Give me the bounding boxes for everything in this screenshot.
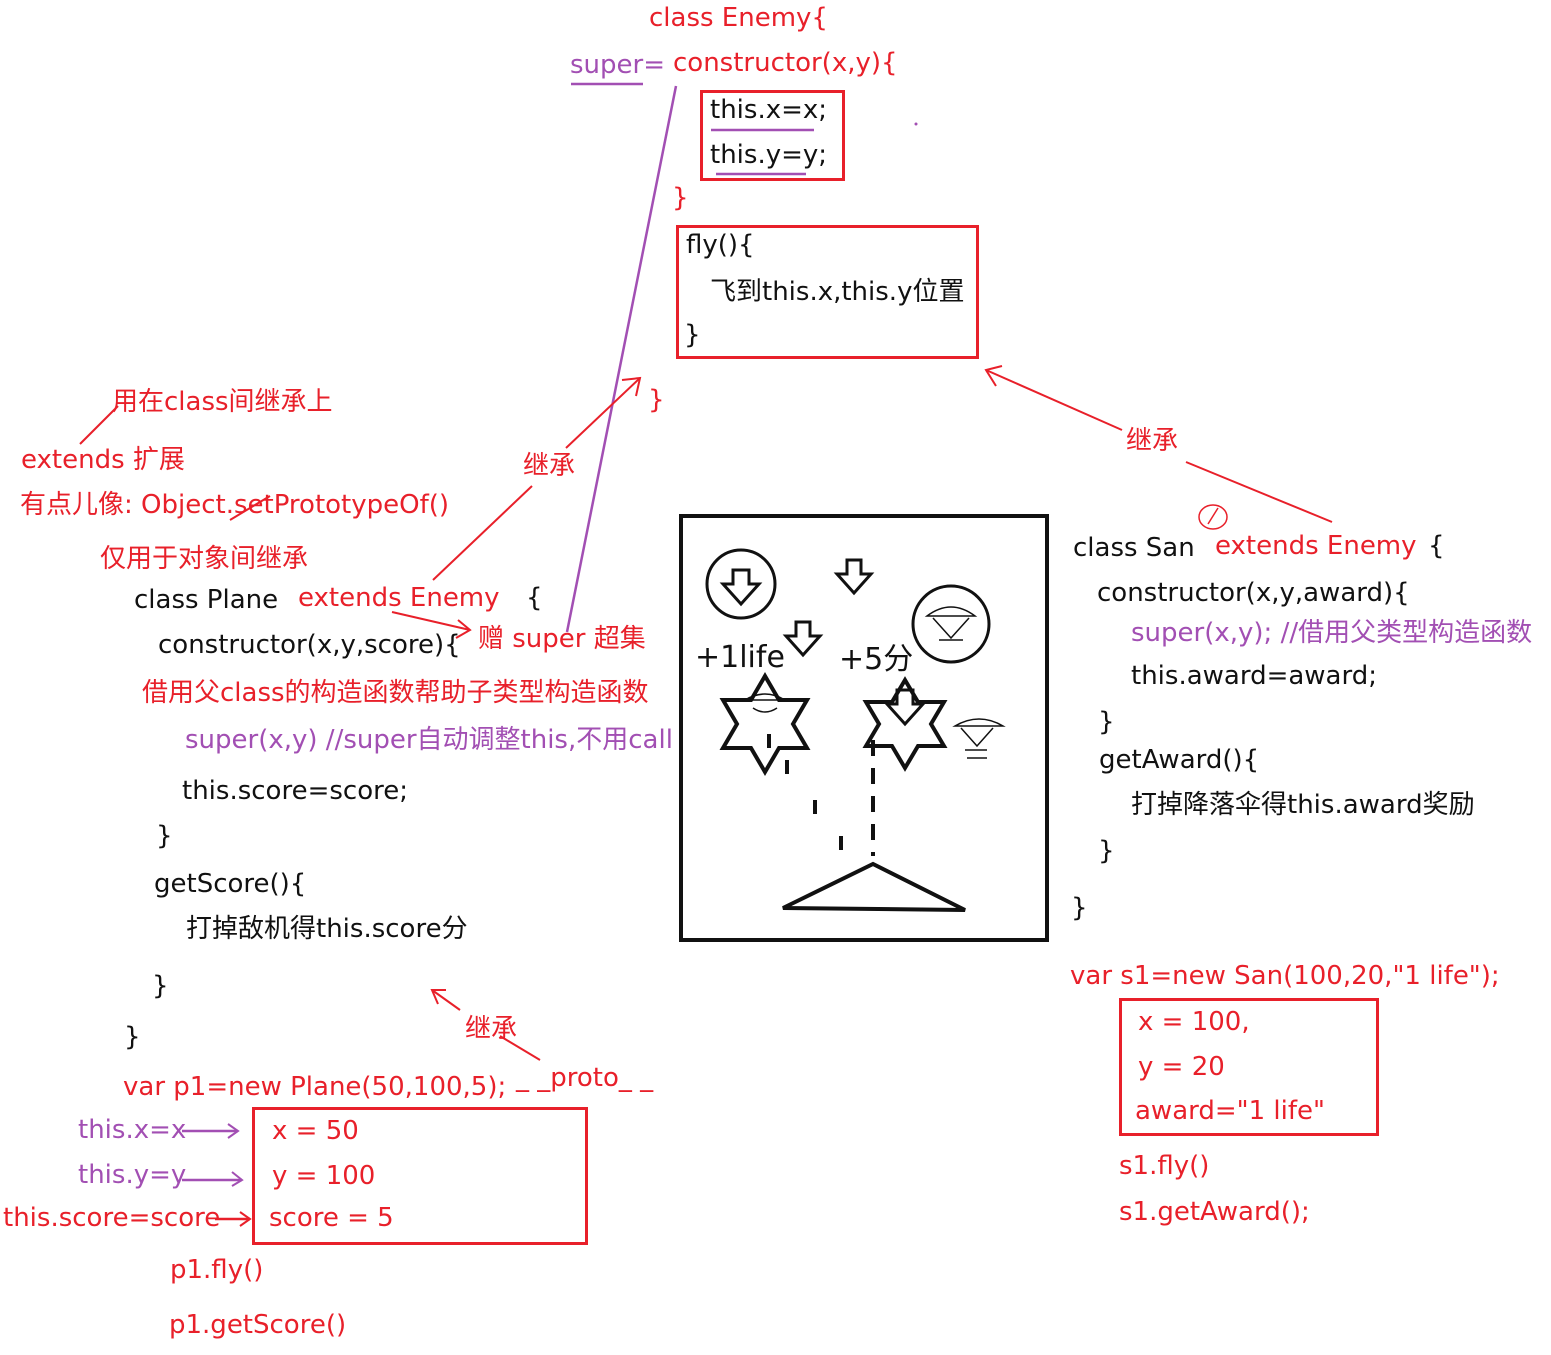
enemy-fly-body: 飞到this.x,this.y位置 — [710, 277, 965, 307]
plane-get-score-close: } — [152, 971, 169, 1001]
san-get-award: getAward(){ — [1099, 745, 1260, 775]
san-this-award: this.award=award; — [1131, 661, 1377, 691]
plane-get-score: getScore(){ — [154, 869, 307, 899]
note-extends-expand: extends 扩展 — [21, 445, 185, 475]
plane-get-score-body: 打掉敌机得this.score分 — [186, 914, 468, 944]
plane-super-call: super(x,y) //super自动调整this,不用call — [185, 725, 673, 755]
san-class-decl: class San — [1073, 533, 1195, 563]
plane-extends: extends Enemy — [298, 583, 500, 613]
star-icon — [862, 676, 948, 772]
san-constructor-close: } — [1098, 707, 1115, 737]
parachute-icon — [952, 718, 1006, 759]
san-constructor: constructor(x,y,award){ — [1097, 578, 1410, 608]
san-extends: extends Enemy — [1215, 531, 1417, 561]
enemy-fly-close: } — [684, 320, 701, 350]
game-scene: +1life +5分 — [679, 514, 1049, 942]
san-get-award-close: } — [1098, 836, 1115, 866]
plane-object-box — [252, 1107, 588, 1245]
plane-arrow-label-score: this.score=score — [3, 1203, 221, 1233]
label-inherit-plane: 继承 — [523, 451, 576, 481]
san-class-close: } — [1071, 893, 1088, 923]
plane-obj-x: x = 50 — [272, 1116, 359, 1146]
label-inherit-san: 继承 — [1126, 426, 1179, 456]
game-life-label: +1life — [695, 640, 785, 675]
san-object-box — [1119, 998, 1379, 1136]
label-proto: _ _proto_ _ — [516, 1063, 654, 1093]
down-arrow-icon — [782, 620, 824, 658]
down-arrow-icon — [833, 558, 875, 596]
note-borrow-parent: 借用父class的构造函数帮助子类型构造函数 — [142, 678, 649, 708]
san-call-fly: s1.fly() — [1119, 1151, 1210, 1181]
plane-obj-score: score = 5 — [269, 1203, 394, 1233]
enemy-class-close: } — [648, 385, 665, 415]
enemy-fly-box — [676, 225, 979, 359]
label-inherit-proto: 继承 — [465, 1014, 518, 1044]
san-obj-y: y = 20 — [1138, 1052, 1225, 1082]
enemy-constructor: constructor(x,y){ — [673, 48, 898, 78]
san-brace-open: { — [1428, 531, 1445, 561]
game-score-label: +5分 — [839, 642, 914, 677]
plane-instance: var p1=new Plane(50,100,5); — [123, 1072, 507, 1102]
parachute-bubble-icon — [911, 584, 991, 664]
san-call-get-award: s1.getAward(); — [1119, 1197, 1310, 1227]
plane-obj-y: y = 100 — [272, 1161, 376, 1191]
enemy-this-y: this.y=y; — [710, 140, 828, 170]
bullet-trail — [767, 734, 875, 856]
plane-arrow-label-x: this.x=x — [78, 1115, 187, 1145]
enemy-constructor-close: } — [672, 183, 689, 213]
note-gift-super: 赠 super 超集 — [478, 624, 646, 654]
san-super-call: super(x,y); //借用父类型构造函数 — [1131, 618, 1533, 648]
plane-call-get-score: p1.getScore() — [169, 1310, 347, 1340]
plane-this-score: this.score=score; — [182, 776, 408, 806]
san-obj-x: x = 100, — [1138, 1007, 1250, 1037]
plane-constructor: constructor(x,y,score){ — [158, 630, 461, 660]
note-only-objects: 仅用于对象间继承 — [100, 544, 309, 574]
plane-class-close: } — [124, 1022, 141, 1052]
plane-class-decl: class Plane — [134, 585, 279, 615]
plane-brace-open: { — [526, 583, 543, 613]
note-used-in-class: 用在class间继承上 — [112, 387, 333, 417]
enemy-fly-open: fly(){ — [686, 230, 755, 260]
san-instance: var s1=new San(100,20,"1 life"); — [1070, 961, 1500, 991]
plane-arrow-label-y: this.y=y — [78, 1160, 187, 1190]
san-obj-award: award="1 life" — [1135, 1096, 1325, 1126]
player-ship-icon — [782, 861, 966, 912]
bomb-icon — [705, 548, 777, 620]
san-get-award-body: 打掉降落伞得this.award奖励 — [1131, 790, 1475, 820]
enemy-super-label: super= — [570, 50, 665, 80]
enemy-this-x: this.x=x; — [710, 95, 828, 125]
plane-call-fly: p1.fly() — [170, 1255, 264, 1285]
note-like-setprototypeof: 有点儿像: Object.setPrototypeOf() — [20, 490, 450, 520]
enemy-class-decl: class Enemy{ — [649, 3, 828, 33]
plane-constructor-close: } — [156, 821, 173, 851]
enemy-constructor-body-box — [700, 90, 845, 181]
star-icon — [719, 672, 811, 776]
